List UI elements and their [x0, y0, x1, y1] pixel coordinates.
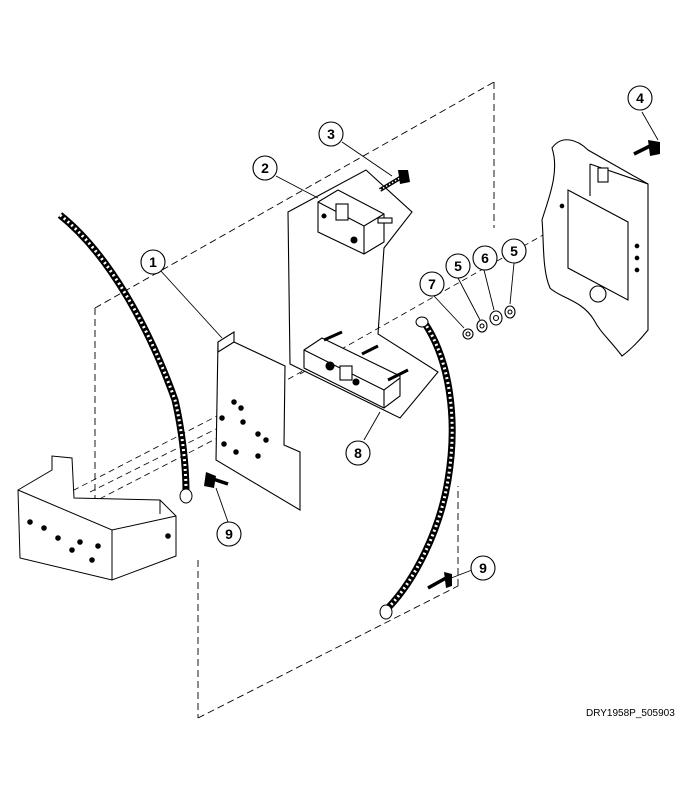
callout-4: 4 — [627, 85, 653, 111]
callout-number: 9 — [479, 560, 487, 576]
callout-number: 4 — [636, 90, 644, 106]
screw-item-9b — [427, 572, 452, 590]
cabinet-side-panel — [541, 139, 649, 357]
mounting-plate — [215, 331, 301, 511]
callout-7: 7 — [419, 271, 445, 297]
screw-item-3 — [378, 170, 410, 192]
callout-number: 3 — [327, 126, 335, 142]
left-bracket — [17, 455, 177, 581]
left-cable — [57, 212, 193, 504]
callout-number: 1 — [149, 254, 157, 270]
callout-1: 1 — [140, 249, 166, 275]
dashed-frame — [94, 81, 495, 719]
screw-item-9a — [204, 472, 229, 488]
upper-terminal-block — [317, 189, 393, 255]
screw-item-4 — [633, 140, 660, 156]
callout-number: 8 — [354, 445, 362, 461]
callout-3: 3 — [318, 121, 344, 147]
callout-8: 8 — [345, 440, 371, 466]
callout-number: 6 — [481, 250, 489, 266]
callout-number: 5 — [510, 243, 518, 259]
insulator-panel — [287, 169, 439, 419]
callout-5a: 5 — [445, 253, 471, 279]
callout-number: 9 — [225, 526, 233, 542]
callout-9a: 9 — [216, 521, 242, 547]
callout-5b: 5 — [501, 238, 527, 264]
leader-lines — [159, 111, 659, 581]
callout-6: 6 — [472, 245, 498, 271]
callout-number: 2 — [261, 160, 269, 176]
washer-stack — [462, 305, 516, 340]
right-cable — [379, 316, 456, 620]
callout-9b: 9 — [470, 555, 496, 581]
callout-number: 7 — [428, 276, 436, 292]
lower-terminal-block — [303, 330, 409, 409]
callout-number: 5 — [454, 258, 462, 274]
figure-code: DRY1958P_505903 — [586, 708, 675, 719]
callout-2: 2 — [252, 155, 278, 181]
